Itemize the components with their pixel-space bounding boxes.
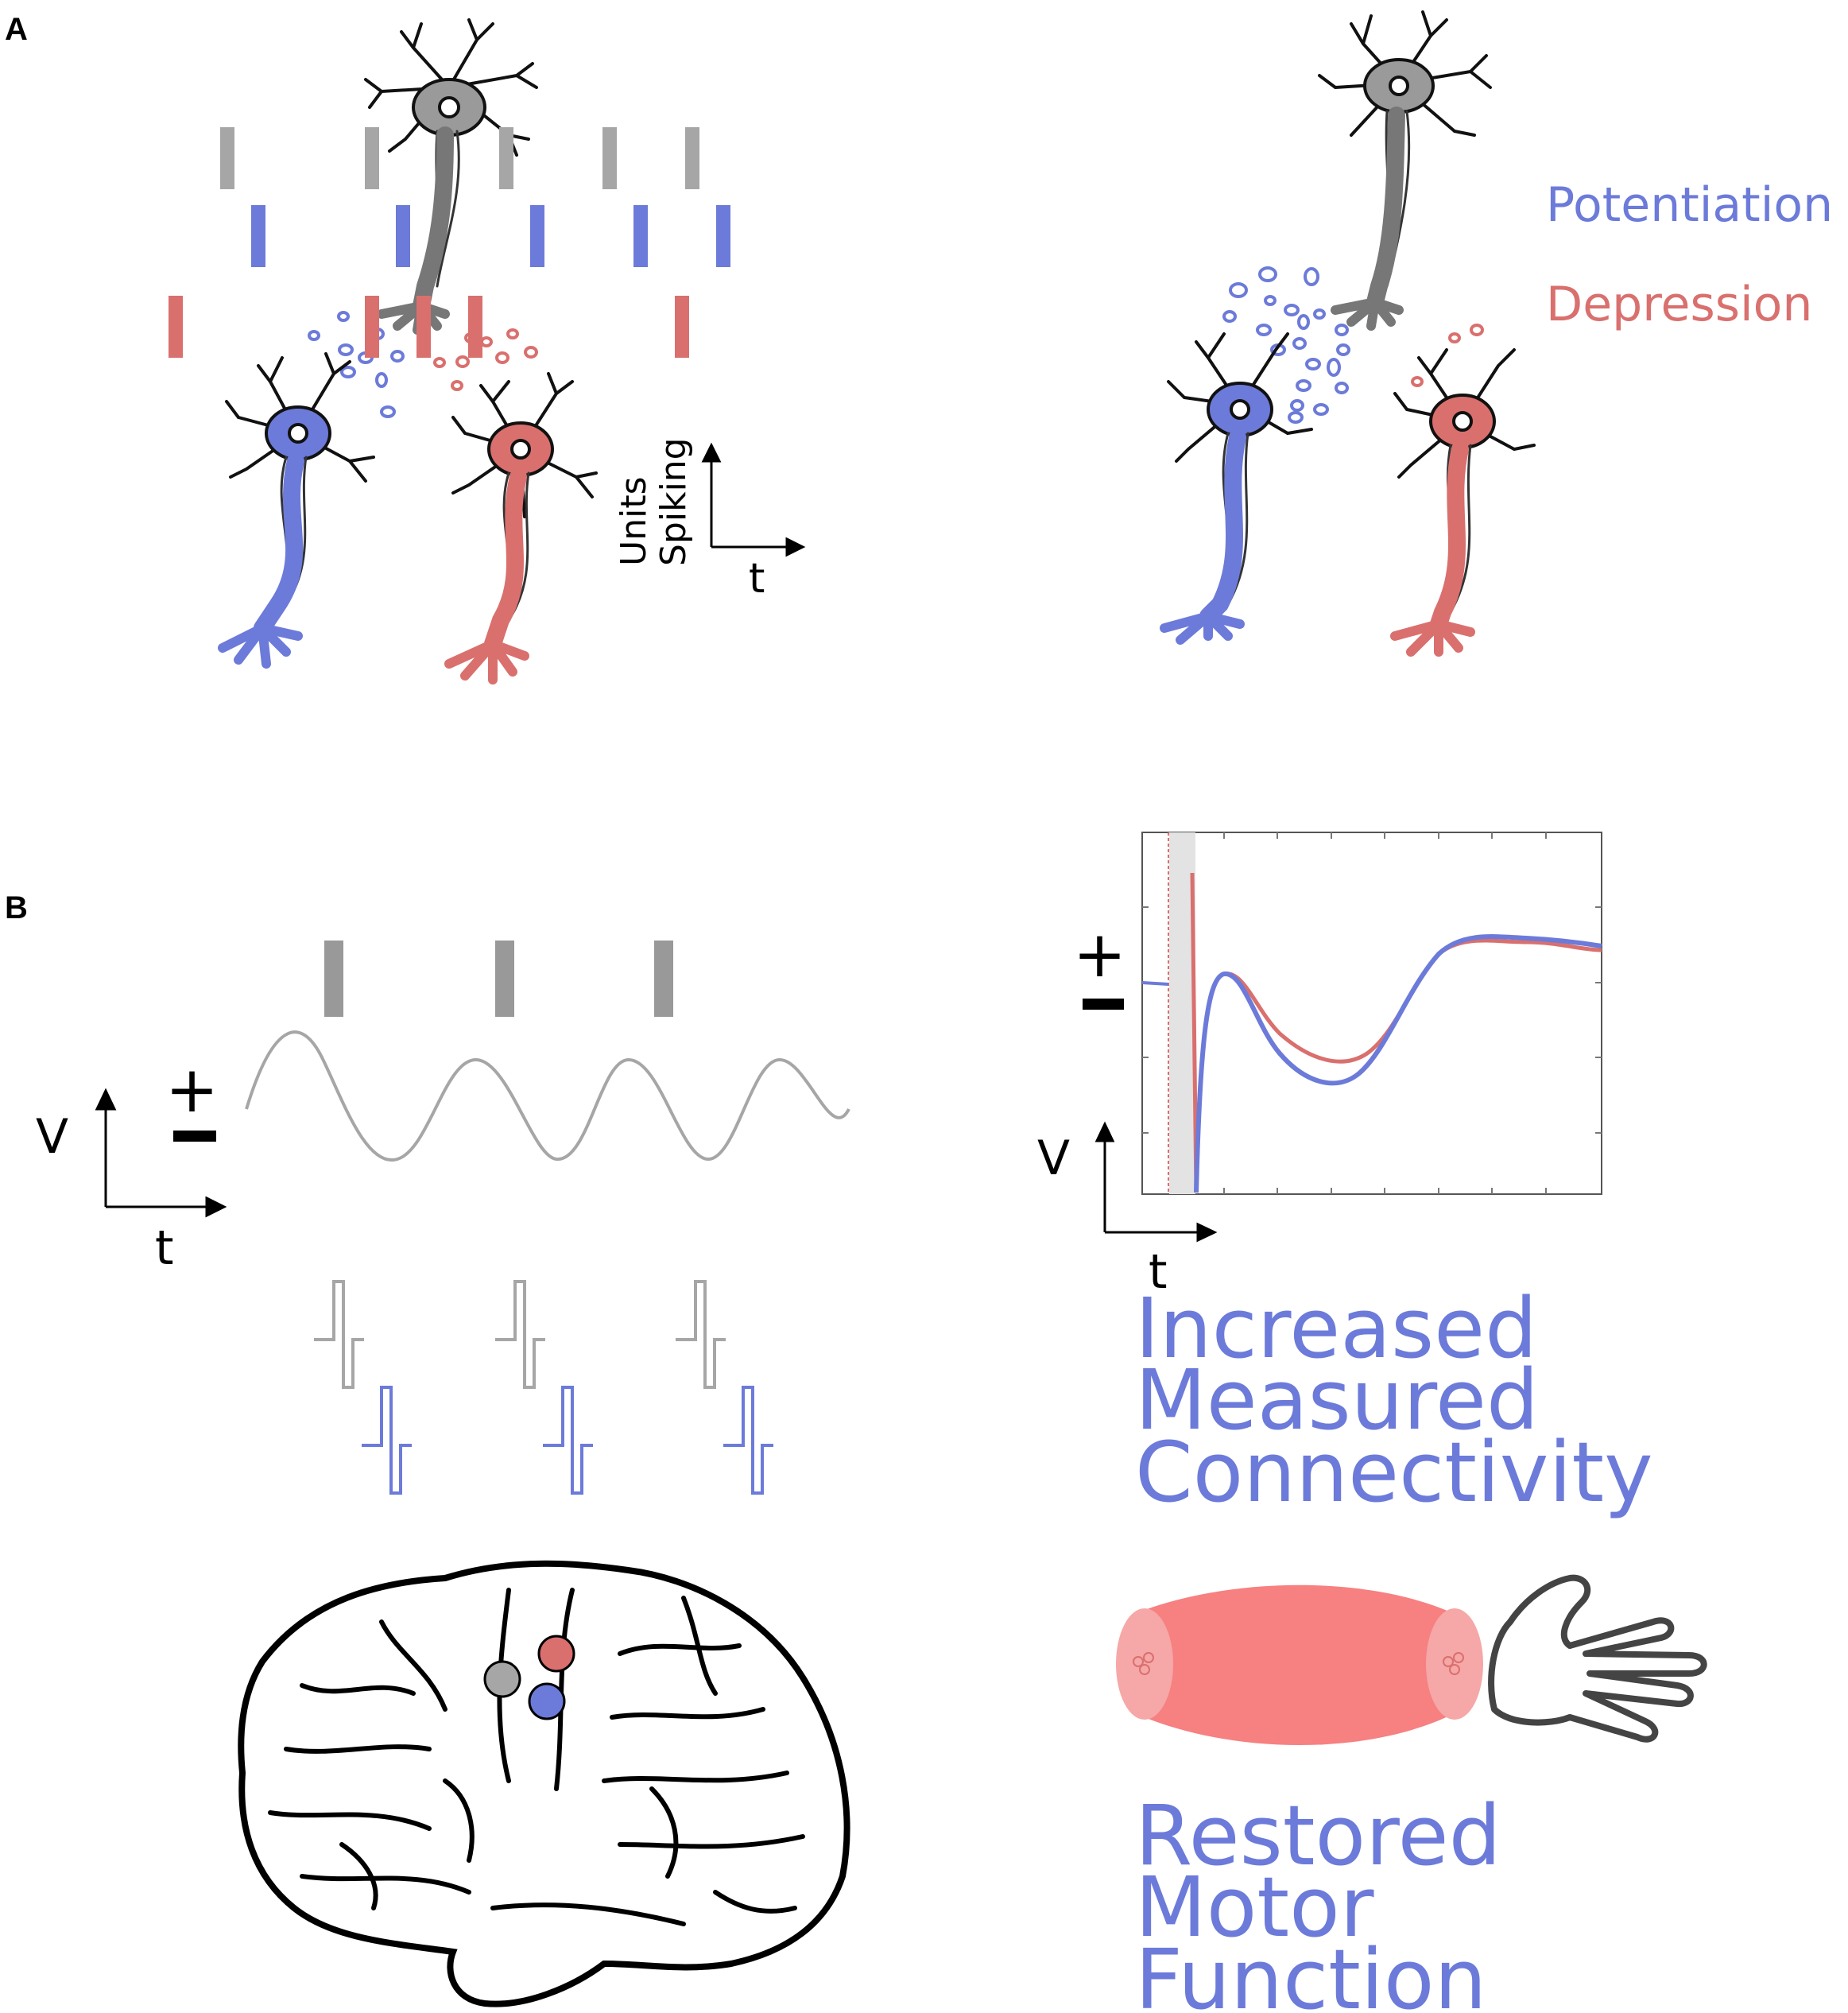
result-line-3: Connectivity [1135, 1424, 1653, 1521]
legend-potentiation: Potentiation [1546, 177, 1833, 233]
blue-response-trace [1194, 934, 1602, 1193]
result-line-2: Measured [1135, 1352, 1539, 1449]
gray-pulse-waveforms [314, 1280, 726, 1389]
right-plus-sign: + [1073, 917, 1126, 991]
right-x-label: t [1149, 1244, 1168, 1300]
muscle-illustration [1116, 1584, 1483, 1745]
outcome-line-2: Motor [1135, 1859, 1374, 1956]
panel-a-label: A [5, 12, 28, 47]
spike-mark-row2-2 [396, 205, 410, 267]
right-y-label: V [1037, 1131, 1070, 1186]
spike-mark-row1-4 [602, 127, 617, 189]
raster-y-label-units: Units [614, 477, 654, 567]
panel-b-label: B [5, 890, 28, 925]
spike-mark-row2-3 [530, 205, 544, 267]
red-neuron-left [444, 372, 598, 685]
spike-mark-row3-4 [468, 296, 482, 358]
spike-mark-row1-3 [499, 127, 513, 189]
red-vesicles-left [433, 328, 538, 391]
spike-raster-plot [169, 127, 730, 358]
spike-mark-row2-1 [251, 205, 265, 267]
left-x-label: t [155, 1220, 174, 1276]
raster-x-label: t [749, 555, 765, 603]
spike-mark-row1-1 [220, 127, 234, 189]
response-plot [1141, 832, 1602, 1195]
stimulus-bars [324, 941, 673, 1017]
red-neuron-right [1390, 348, 1536, 657]
right-axes [1094, 1121, 1218, 1243]
left-axes [95, 1088, 227, 1218]
brain-illustration [238, 1560, 850, 2007]
spike-mark-row3-3 [416, 296, 431, 358]
spike-mark-row1-5 [685, 127, 699, 189]
spike-mark-row2-4 [633, 205, 648, 267]
left-minus-sign [173, 1131, 216, 1142]
raster-y-label-spiking: Spiking [653, 437, 694, 566]
spike-mark-row1-2 [365, 127, 379, 189]
baseline-trace [1141, 981, 1169, 986]
legend-depression: Depression [1546, 277, 1812, 332]
result-line-1: Increased [1135, 1280, 1537, 1377]
spike-mark-row3-1 [169, 296, 183, 358]
left-plus-sign: + [165, 1053, 219, 1127]
left-y-label: V [36, 1109, 68, 1165]
oscillation-wave [245, 1030, 850, 1162]
blue-neuron-left [218, 352, 375, 669]
outcome-line-3: Function [1135, 1931, 1486, 2013]
blue-pulse-waveforms [362, 1386, 773, 1495]
spike-mark-row3-5 [675, 296, 689, 358]
presynaptic-neuron-right [1318, 10, 1492, 331]
red-vesicles-right [1411, 324, 1484, 387]
outcome-line-1: Restored [1135, 1787, 1501, 1884]
blue-vesicles-left [308, 311, 405, 418]
raster-axes [701, 442, 806, 557]
hand-icon [1488, 1574, 1707, 1743]
blue-vesicles-right [1222, 266, 1350, 424]
spike-mark-row3-2 [365, 296, 379, 358]
blue-neuron-right [1160, 332, 1313, 645]
right-minus-sign [1083, 999, 1124, 1010]
spike-mark-row2-5 [716, 205, 730, 267]
